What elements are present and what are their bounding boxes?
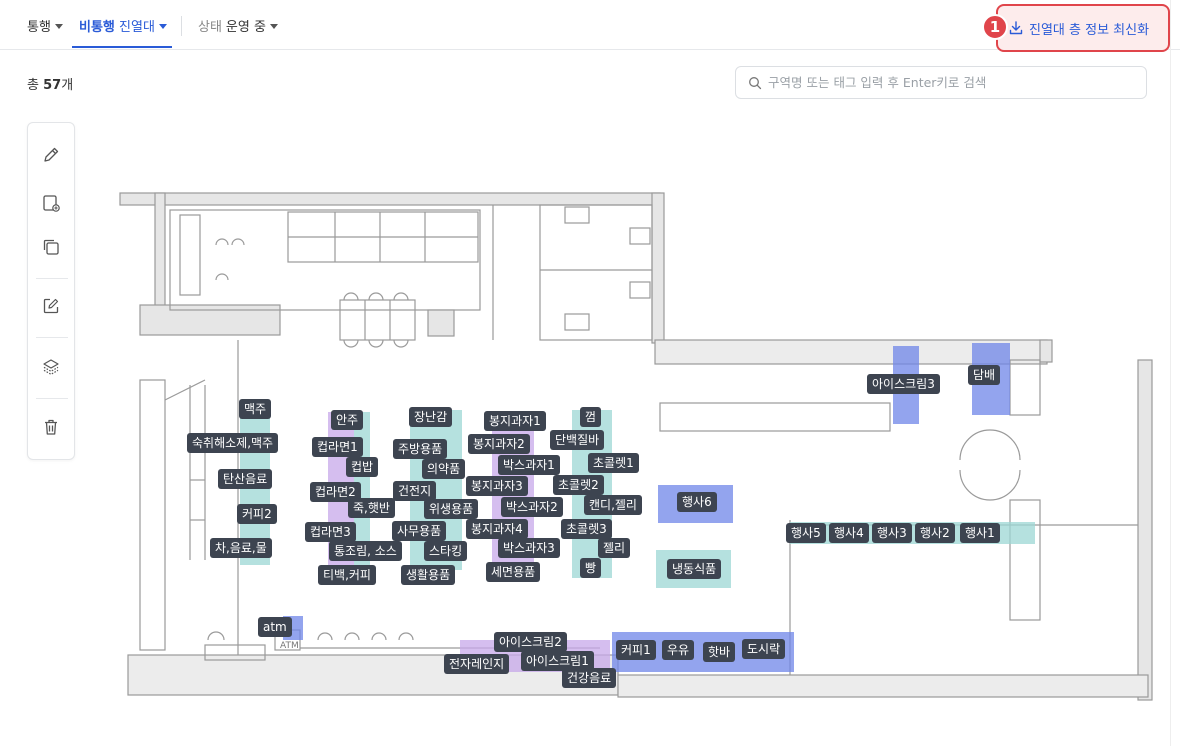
search-box [735,66,1147,99]
tab-non-traffic-label: 비통행 [79,19,115,35]
atm-marker-text: ATM [280,641,299,651]
download-icon [1009,21,1023,35]
status-filter-value: 운영 중 [225,19,266,35]
floorplan-canvas: ATM [119,192,1153,701]
step-badge: 1 [982,14,1008,40]
zone-label[interactable]: 장난감 [409,407,453,427]
zone-label[interactable]: 커피2 [237,504,277,524]
zone-label[interactable]: 건전지 [393,481,437,501]
zone-label[interactable]: 위생용품 [424,499,479,519]
zone-label[interactable]: 박스과자2 [501,497,563,517]
zone-label[interactable]: 박스과자3 [498,538,560,558]
zone-label[interactable]: 봉지과자3 [466,476,528,496]
chevron-down-icon [269,23,278,29]
zone-label[interactable]: 봉지과자4 [466,519,528,539]
zone-label[interactable]: 행사4 [829,523,869,543]
zone-label[interactable]: 주방용품 [393,439,448,459]
active-tab-indicator [72,46,172,48]
tab-traffic[interactable]: 통행 [27,0,63,50]
add-area-icon [43,195,60,212]
zone-label[interactable]: 봉지과자2 [468,434,530,454]
zone-label[interactable]: 컵라면1 [312,437,363,457]
zone-label[interactable]: 안주 [331,410,364,430]
edit-button[interactable] [39,294,63,318]
zone-label[interactable]: 우유 [662,640,695,660]
zone-label[interactable]: 행사5 [786,523,826,543]
chevron-down-icon [158,23,167,29]
zone-label[interactable]: 담배 [968,365,1001,385]
zone-label[interactable]: 의약품 [422,459,466,479]
copy-button[interactable] [39,235,63,259]
zone-label[interactable]: 행사1 [960,523,1000,543]
trash-icon [45,419,57,435]
zone-label[interactable]: atm [258,617,292,637]
zone-label[interactable]: 아이스크림2 [494,632,567,652]
zone-label[interactable]: 아이스크림3 [867,374,940,394]
zone-label[interactable]: 핫바 [703,642,736,662]
refresh-shelf-floor-button[interactable]: 진열대 층 정보 최신화 [1008,16,1149,40]
zone-label[interactable]: 맥주 [239,399,272,419]
zone-label[interactable]: 냉동식품 [667,559,722,579]
zone-label[interactable]: 껌 [580,407,602,427]
top-bar: 통행 비통행 진열대 상태 운영 중 진열대 층 정보 최신화 1 [0,0,1180,52]
tab-shelf-label: 진열대 [119,19,155,35]
zone-label[interactable]: 생활용품 [401,565,456,585]
zone-label[interactable]: 전자레인지 [444,654,510,674]
pencil-icon [44,147,59,162]
tab-traffic-label: 통행 [27,19,51,35]
zone-label[interactable]: 빵 [580,558,602,578]
edit-icon [43,298,59,314]
zone-label[interactable]: 커피1 [616,640,656,660]
zone-label[interactable]: 사무용품 [392,521,447,541]
status-filter-prefix: 상태 [198,19,222,35]
search-input[interactable] [768,75,1138,90]
refresh-button-label: 진열대 층 정보 최신화 [1029,22,1150,38]
item-count: 총 57개 [27,78,74,93]
layers-button[interactable] [39,355,63,379]
zone-label[interactable]: 탄산음료 [218,469,273,489]
chevron-down-icon [54,23,63,29]
zone-label[interactable]: 숙취해소제,맥주 [187,433,279,453]
search-icon [749,76,762,89]
copy-icon [43,239,59,255]
zone-label[interactable]: 티백,커피 [318,565,376,585]
zone-label[interactable]: 컵라면2 [310,482,361,502]
zone-label[interactable]: 초콜렛3 [561,519,612,539]
zone-label[interactable]: 박스과자1 [498,455,560,475]
refresh-highlight: 진열대 층 정보 최신화 [996,4,1170,52]
tab-separator [181,16,182,36]
status-filter[interactable]: 상태 운영 중 [198,0,278,50]
zone-label[interactable]: 건강음료 [562,668,617,688]
toolbar-divider [36,278,68,279]
zone-label[interactable]: 차,음료,물 [210,538,272,558]
zone-label[interactable]: 세면용품 [486,562,541,582]
zone-label[interactable]: 행사3 [872,523,912,543]
zone-label[interactable]: 도시락 [742,639,786,659]
layers-icon [43,359,59,375]
delete-button[interactable] [39,415,63,439]
zone-label[interactable]: 행사2 [915,523,955,543]
floorplan-toolbar [27,122,75,460]
tab-non-traffic-shelf[interactable]: 비통행 진열대 [79,0,167,50]
zone-label[interactable]: 통조림, 소스 [329,541,402,561]
toolbar-divider [36,337,68,338]
zone-label[interactable]: 아이스크림1 [521,651,594,671]
draw-tool-button[interactable] [39,143,63,167]
zone-label[interactable]: 행사6 [677,492,717,512]
zone-label[interactable]: 초콜렛2 [553,475,604,495]
toolbar-divider [36,398,68,399]
panel-border [1170,0,1171,746]
zone-label[interactable]: 스타킹 [424,541,468,561]
zone-label[interactable]: 단백질바 [550,430,605,450]
zone-label[interactable]: 젤리 [598,538,631,558]
zone-label[interactable]: 컵라면3 [305,522,356,542]
zone-label[interactable]: 컵밥 [346,457,379,477]
add-area-button[interactable] [39,191,63,215]
zone-label[interactable]: 봉지과자1 [484,411,546,431]
zone-label[interactable]: 캔디,젤리 [584,495,642,515]
zone-label[interactable]: 초콜렛1 [588,453,639,473]
zone-label[interactable]: 죽,햇반 [348,498,395,518]
